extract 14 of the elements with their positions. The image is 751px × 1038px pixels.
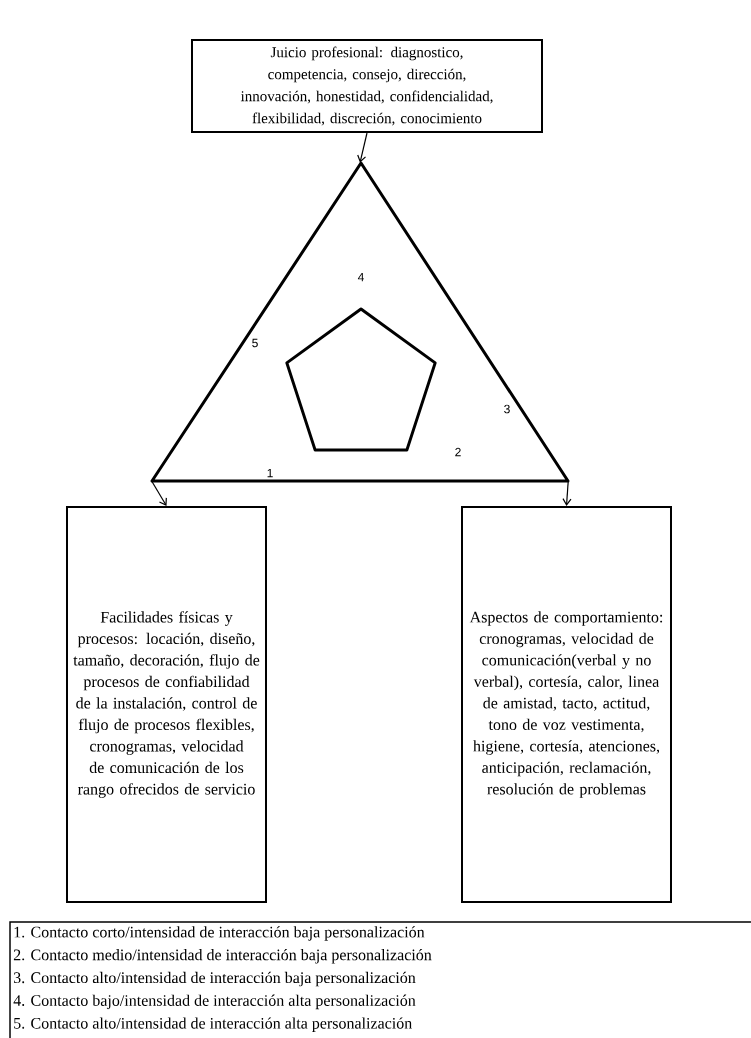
- text-box: Aspectos de comportamiento: cronogramas, velocidad de comunicación(verbal y no verbal), cortesía, calor, linea de amistad, tacto, actitud, tono de voz vestimenta, higiene, cortesía, atenciones, anticipación, reclamación, resolución de problemas: [461, 506, 672, 903]
- callout-number: 3: [504, 404, 510, 414]
- triangle: [150, 161, 570, 483]
- arrow: [357, 132, 368, 163]
- arrow: [151, 480, 167, 506]
- arrow: [562, 480, 572, 506]
- pentagon: [285, 307, 437, 452]
- callout-number: 1: [267, 468, 273, 478]
- callout-number: 4: [357, 272, 364, 282]
- legend-box: 1. Contacto corto/intensidad de interacción baja personalización 2. Contacto medio/intensidad de interacción baja personalización 3. Contacto alto/intensidad de interacción baja personalización 4. Contacto bajo/intensidad de interacción alta personalización 5. Contacto alto/intensidad de interacción alta personalización: [9, 921, 751, 1038]
- text-box: Juicio profesional: diagnostico, competencia, consejo, dirección, innovación, honestidad, confidencialidad, flexibilidad, discreción, conocimiento: [191, 39, 543, 133]
- callout-number: 5: [252, 338, 258, 348]
- text-box: Facilidades físicas y procesos: locación, diseño, tamaño, decoración, flujo de procesos de confiabilidad de la instalación, control de flujo de procesos flexibles, cronogramas, velocidad de comunicación de los rango ofrecidos de servicio: [66, 506, 267, 903]
- callout-number: 2: [455, 447, 461, 457]
